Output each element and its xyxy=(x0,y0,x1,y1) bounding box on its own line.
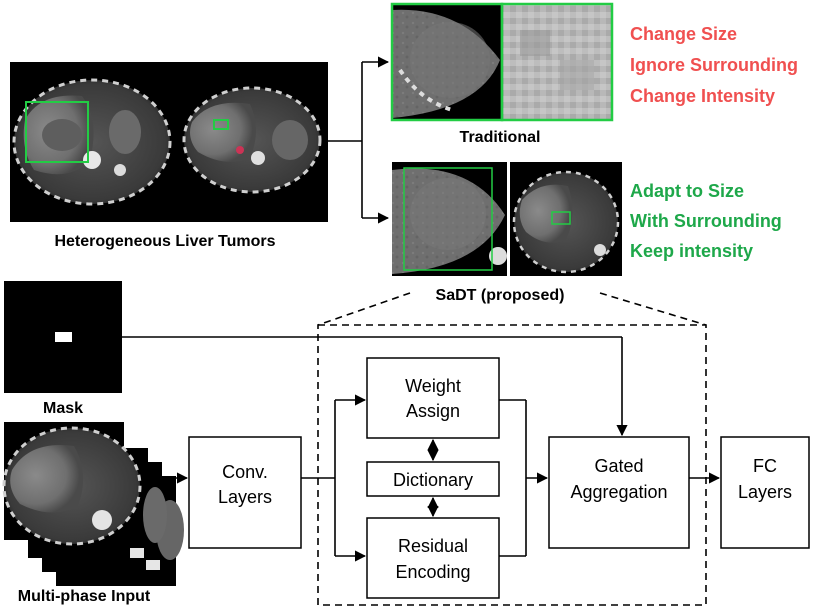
residual-label-line1: Residual xyxy=(398,536,468,556)
benefit-keep-intensity: Keep intensity xyxy=(630,241,753,261)
traditional-caption: Traditional xyxy=(460,129,541,146)
conv-layers-box xyxy=(188,436,302,549)
weight-assign-box xyxy=(366,357,500,439)
benefit-adapt-size: Adapt to Size xyxy=(630,181,744,201)
ct-slice-right xyxy=(182,86,322,194)
fc-layers-box xyxy=(720,436,810,549)
residual-label-line2: Encoding xyxy=(395,562,470,582)
conv-label-line1: Conv. xyxy=(222,462,268,482)
tumor-highlight-box xyxy=(25,101,89,163)
sadt-caption: SaDT (proposed) xyxy=(436,287,565,304)
traditional-issues: Change Size Ignore Surrounding Change In… xyxy=(630,24,798,106)
sadt-benefits: Adapt to Size With Surrounding Keep inte… xyxy=(630,181,782,261)
weight-label-line2: Assign xyxy=(406,401,460,421)
multi-phase-stack xyxy=(2,422,184,586)
dictionary-label: Dictionary xyxy=(393,470,473,490)
conv-label-line2: Layers xyxy=(218,487,272,507)
benefit-with-surrounding: With Surrounding xyxy=(630,211,782,231)
residual-encoding-box xyxy=(366,517,500,599)
pipeline-boxes xyxy=(188,357,810,599)
mask-image xyxy=(4,281,122,393)
pipeline-labels: Conv. Layers Weight Assign Dictionary Re… xyxy=(218,376,792,582)
gated-aggregation-box xyxy=(548,436,690,549)
pipeline-connectors xyxy=(122,336,721,562)
dictionary-box xyxy=(366,461,500,497)
weight-label-line1: Weight xyxy=(405,376,461,396)
fc-label-line1: FC xyxy=(753,456,777,476)
branch-connector xyxy=(328,56,390,224)
sadt-module-outline xyxy=(317,292,707,606)
gated-label-line2: Aggregation xyxy=(570,482,667,502)
heterogeneous-caption: Heterogeneous Liver Tumors xyxy=(54,233,275,250)
small-tumor-box xyxy=(213,119,229,130)
issue-change-intensity: Change Intensity xyxy=(630,86,775,106)
gated-label-line1: Gated xyxy=(594,456,643,476)
sadt-patches xyxy=(392,162,622,276)
ct-image-pair xyxy=(10,62,328,222)
issue-ignore-surrounding: Ignore Surrounding xyxy=(630,55,798,75)
traditional-patches xyxy=(390,2,614,122)
issue-change-size: Change Size xyxy=(630,24,737,44)
ct-slice-left xyxy=(12,78,172,206)
mask-caption: Mask xyxy=(43,400,83,417)
multi-phase-caption: Multi-phase Input xyxy=(18,588,151,605)
fc-label-line2: Layers xyxy=(738,482,792,502)
